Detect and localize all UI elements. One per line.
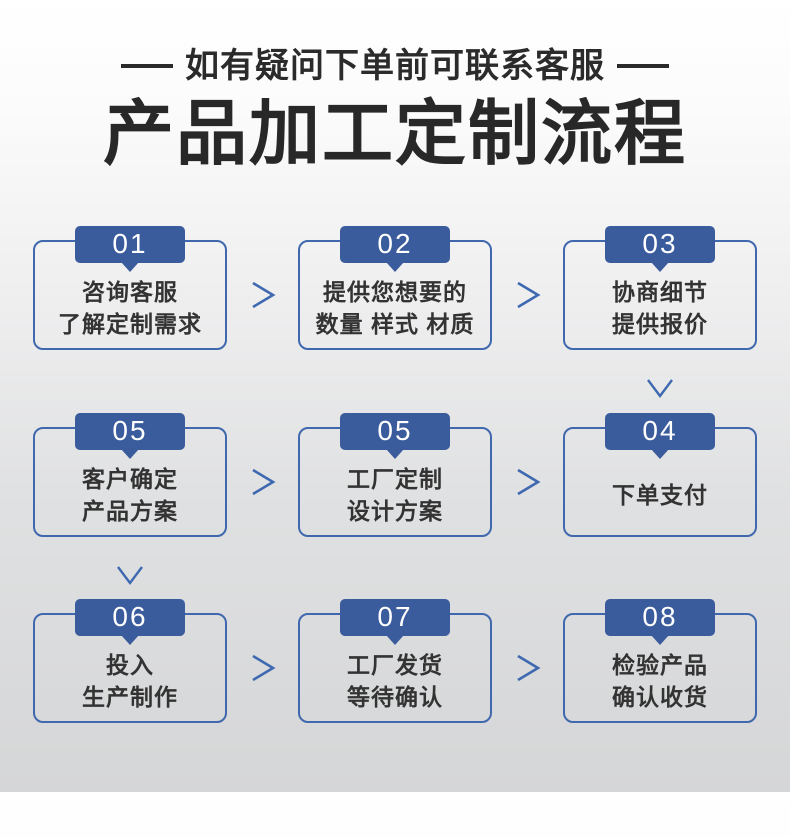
arrow-right-icon: [227, 240, 298, 350]
step-card-requirements: 02 提供您想要的 数量 样式 材质: [298, 225, 492, 350]
step-text-line1: 检验产品: [612, 651, 708, 678]
arrow-right-icon: [227, 427, 298, 537]
step-card-pay: 04 下单支付: [563, 412, 757, 537]
flow-gap-2: [33, 537, 757, 613]
step-text-line2: 了解定制需求: [58, 310, 202, 337]
step-number-badge: 06: [75, 598, 185, 636]
step-text-line1: 投入: [106, 651, 154, 678]
contact-note-text: 如有疑问下单前可联系客服: [185, 47, 605, 85]
step-text-line1: 下单支付: [612, 481, 708, 508]
step-card-consult: 01 咨询客服 了解定制需求: [33, 225, 227, 350]
step-text-line2: 产品方案: [82, 497, 178, 524]
step-text-line1: 协商细节: [612, 278, 708, 305]
step-card-production: 06 投入 生产制作: [33, 598, 227, 723]
arrow-right-icon: [227, 613, 298, 723]
contact-note: 如有疑问下单前可联系客服: [0, 44, 790, 88]
step-text-line2: 等待确认: [347, 683, 443, 710]
step-number-badge: 04: [605, 412, 715, 450]
step-number-badge: 05: [75, 412, 185, 450]
step-text-line2: 生产制作: [82, 683, 178, 710]
page-title: 产品加工定制流程: [102, 95, 687, 175]
arrow-right-icon: [492, 613, 563, 723]
step-text-line2: 确认收货: [612, 683, 708, 710]
step-card-receive: 08 检验产品 确认收货: [563, 598, 757, 723]
dash-line-right: [617, 64, 669, 69]
process-flow: 01 咨询客服 了解定制需求 02 提供您想要的 数量 样式 材质 03 协商细…: [0, 225, 790, 723]
step-text-line2: 数量 样式 材质: [315, 310, 475, 337]
step-card-quote: 03 协商细节 提供报价: [563, 225, 757, 350]
flow-gap-1: [33, 350, 757, 427]
step-number-badge: 05: [340, 412, 450, 450]
step-number-badge: 07: [340, 598, 450, 636]
step-number-badge: 03: [605, 225, 715, 263]
arrow-down-icon: [33, 562, 227, 588]
step-card-factory-design: 05 工厂定制 设计方案: [298, 412, 492, 537]
arrow-right-icon: [492, 427, 563, 537]
step-text-line1: 客户确定: [82, 465, 178, 492]
flow-row-2: 05 客户确定 产品方案 05 工厂定制 设计方案 04 下单支付: [33, 412, 757, 537]
step-text-line1: 咨询客服: [82, 278, 178, 305]
step-number-badge: 01: [75, 225, 185, 263]
arrow-down-icon: [563, 375, 757, 401]
dash-line-left: [121, 64, 173, 69]
step-text-line2: 提供报价: [612, 310, 708, 337]
step-number-badge: 02: [340, 225, 450, 263]
step-text-line1: 提供您想要的: [323, 278, 467, 305]
step-text-line1: 工厂定制: [347, 465, 443, 492]
step-number-badge: 08: [605, 598, 715, 636]
step-text-line1: 工厂发货: [347, 651, 443, 678]
flow-row-3: 06 投入 生产制作 07 工厂发货 等待确认 08 检验产品 确认收货: [33, 598, 757, 723]
page: 如有疑问下单前可联系客服 产品加工定制流程 01 咨询客服 了解定制需求 02 …: [0, 44, 790, 836]
step-card-shipping: 07 工厂发货 等待确认: [298, 598, 492, 723]
step-text-line2: 设计方案: [347, 497, 443, 524]
arrow-right-icon: [492, 240, 563, 350]
flow-row-1: 01 咨询客服 了解定制需求 02 提供您想要的 数量 样式 材质 03 协商细…: [33, 225, 757, 350]
step-card-confirm-plan: 05 客户确定 产品方案: [33, 412, 227, 537]
